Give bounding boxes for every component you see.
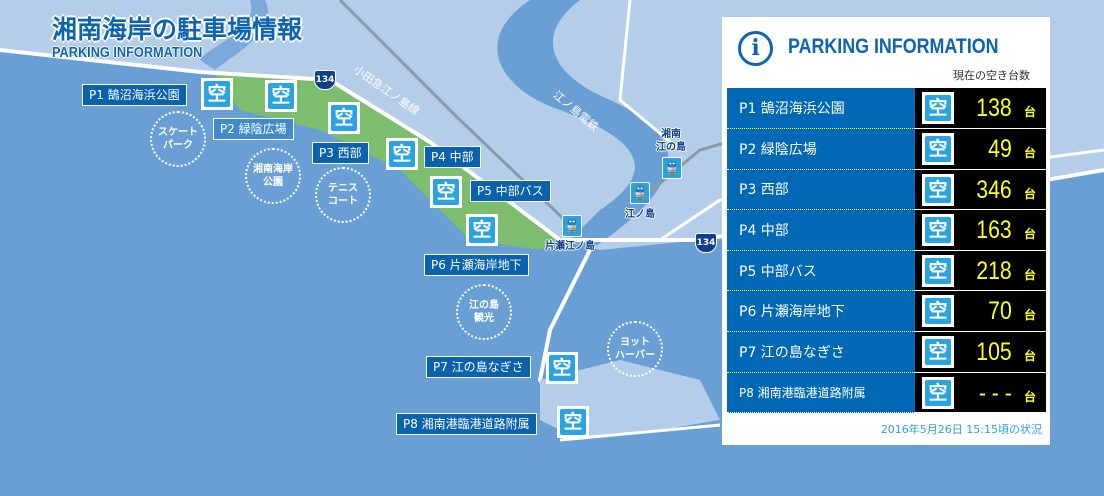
river	[497, 0, 669, 250]
route-134-shield: 134	[695, 233, 717, 253]
parking-status: 空 138 台	[915, 88, 1046, 130]
info-icon: i	[738, 31, 773, 66]
parking-status: 空 218 台	[915, 250, 1046, 292]
available-count: 49	[988, 135, 1012, 164]
available-count: 218	[976, 256, 1012, 285]
landmark-skate-park: スケート パーク	[150, 111, 206, 167]
parking-status: 空 - - - 台	[915, 372, 1046, 414]
parking-row[interactable]: P5 中部バス 空 218 台	[727, 250, 1046, 292]
vacancy-icon-p8[interactable]: 空	[557, 406, 589, 438]
map-label-p4[interactable]: P4 中部	[424, 146, 481, 168]
available-count: 346	[976, 175, 1012, 204]
available-count: 105	[976, 338, 1012, 367]
train-icon: 🚆	[562, 215, 582, 237]
vacancy-icon-p6[interactable]: 空	[466, 214, 498, 246]
landmark-enoshima-sightseeing: 江の島 観光	[456, 284, 512, 340]
vacancy-icon-p3[interactable]: 空	[328, 102, 360, 134]
vacancy-icon-p4[interactable]: 空	[386, 138, 418, 170]
parking-row[interactable]: P3 西部 空 346 台	[727, 169, 1046, 211]
river-west	[200, 0, 269, 70]
available-count: 163	[976, 216, 1012, 245]
unit-label: 台	[1023, 105, 1036, 119]
vacancy-icon-p1[interactable]: 空	[201, 78, 233, 110]
vacancy-icon-p2[interactable]: 空	[265, 80, 297, 112]
unit-label: 台	[1023, 267, 1036, 282]
parking-status: 空 346 台	[915, 169, 1046, 211]
parking-name: P6 片瀬海岸地下	[727, 290, 915, 333]
vacancy-icon: 空	[922, 254, 954, 287]
available-count: - - -	[978, 378, 1012, 407]
parking-status: 空 105 台	[915, 331, 1046, 373]
unit-label: 台	[1023, 308, 1036, 323]
unit-label: 台	[1023, 349, 1036, 364]
available-count: 70	[988, 297, 1012, 326]
parking-name: P7 江の島なぎさ	[727, 331, 915, 373]
page-title: 湘南海岸の駐車場情報	[52, 15, 303, 44]
parking-row[interactable]: P7 江の島なぎさ 空 105 台	[727, 331, 1046, 373]
train-icon: 🚆	[630, 182, 650, 204]
vacancy-icon: 空	[922, 173, 954, 206]
parking-row[interactable]: P1 鵠沼海浜公園 空 138 台	[727, 88, 1046, 130]
vacancy-icon: 空	[922, 336, 954, 369]
panel-title: PARKING INFORMATION	[788, 35, 999, 58]
vacancy-icon: 空	[922, 133, 954, 166]
parking-row[interactable]: P6 片瀬海岸地下 空 70 台	[727, 290, 1046, 333]
parking-name: P5 中部バス	[727, 250, 915, 292]
parking-name: P4 中部	[727, 209, 915, 251]
map-label-p6[interactable]: P6 片瀬海岸地下	[424, 254, 529, 276]
map-label-p8[interactable]: P8 湘南港臨港道路附属	[396, 413, 537, 435]
vacancy-icon: 空	[922, 376, 954, 409]
parking-name: P2 緑陰広場	[727, 128, 915, 170]
unit-label: 台	[1023, 227, 1036, 242]
road-north	[618, 0, 681, 152]
vacancy-icon: 空	[922, 92, 954, 124]
station-label-shonan-enoshima: 湘南 江の島	[656, 129, 686, 153]
route-134-shield: 134	[314, 70, 336, 90]
map-label-p2[interactable]: P2 緑陰広場	[213, 118, 294, 140]
station-label-enoshima: 江ノ島	[625, 209, 655, 220]
panel-subtitle: 現在の空き台数	[953, 69, 1030, 82]
parking-row[interactable]: P8 湘南港臨港道路附属 空 - - - 台	[727, 372, 1046, 414]
parking-name: P3 西部	[727, 169, 915, 211]
updated-timestamp: 2016年5月26日 15:15頃の状況	[880, 423, 1042, 436]
train-icon: 🚆	[662, 157, 682, 179]
station-label-katase-enoshima: 片瀬江ノ島	[545, 241, 595, 252]
parking-info-panel: i PARKING INFORMATION 現在の空き台数 P1 鵠沼海浜公園 …	[722, 17, 1050, 445]
landmark-tennis-court: テニス コート	[315, 167, 371, 223]
parking-row[interactable]: P4 中部 空 163 台	[727, 209, 1046, 251]
vacancy-icon: 空	[922, 295, 954, 328]
map-label-p5[interactable]: P5 中部バス	[470, 180, 551, 202]
unit-label: 台	[1023, 146, 1036, 161]
parking-status: 空 163 台	[915, 209, 1046, 251]
vacancy-icon-p7[interactable]: 空	[546, 352, 578, 384]
unit-label: 台	[1023, 186, 1036, 201]
unit-label: 台	[1023, 389, 1036, 404]
parking-status: 空 49 台	[915, 128, 1046, 170]
vacancy-icon-p5[interactable]: 空	[430, 176, 462, 208]
map-label-p1[interactable]: P1 鵠沼海浜公園	[82, 84, 187, 106]
parking-row[interactable]: P2 緑陰広場 空 49 台	[727, 128, 1046, 170]
available-count: 138	[976, 94, 1012, 122]
parking-name: P8 湘南港臨港道路附属	[727, 372, 915, 414]
vacancy-icon: 空	[922, 214, 954, 247]
landmark-shonan-park: 湘南海岸 公園	[245, 148, 301, 204]
map-label-p3[interactable]: P3 西部	[312, 142, 369, 164]
parking-status: 空 70 台	[915, 290, 1046, 333]
parking-name: P1 鵠沼海浜公園	[727, 88, 915, 130]
page-subtitle: PARKING INFORMATION	[52, 44, 203, 61]
landmark-yacht-harbor: ヨット ハーバー	[607, 321, 663, 377]
map-label-p7[interactable]: P7 江の島なぎさ	[426, 356, 531, 378]
